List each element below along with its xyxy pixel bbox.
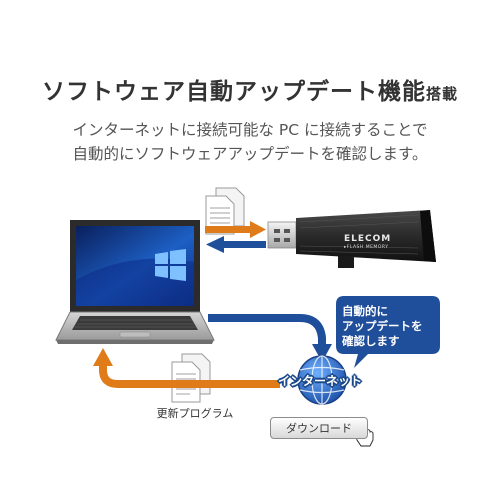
page-title: ソフトウェア自動アップデート機能搭載 bbox=[0, 72, 500, 106]
usb-brand-label: ELECOM bbox=[344, 234, 392, 244]
bubble-line-3: 確認します bbox=[342, 334, 400, 348]
laptop-icon bbox=[55, 220, 215, 344]
usb-drive-icon bbox=[267, 210, 436, 268]
windows-logo-icon bbox=[155, 249, 186, 281]
bubble-line-2: アップデートを bbox=[342, 319, 423, 333]
blue-arrow-to-laptop bbox=[206, 236, 266, 253]
globe-icon bbox=[297, 355, 347, 405]
bubble-line-1: 自動的に bbox=[342, 304, 388, 318]
orange-arrow-to-usb bbox=[205, 221, 266, 238]
subtitle-line-1: インターネットに接続可能な PC に接続することで bbox=[72, 121, 428, 139]
blue-arrow-to-internet bbox=[208, 314, 332, 362]
download-button[interactable]: ダウンロード bbox=[270, 417, 368, 439]
page-subtitle: インターネットに接続可能な PC に接続することで 自動的にソフトウェアアップデ… bbox=[0, 118, 500, 166]
orange-arrow-to-laptop bbox=[93, 348, 280, 388]
document-icon-top bbox=[205, 187, 245, 235]
document-icon-bottom bbox=[171, 353, 211, 403]
subtitle-line-2: 自動的にソフトウェアアップデートを確認します。 bbox=[72, 145, 428, 163]
update-program-label: 更新プログラム bbox=[156, 407, 234, 420]
usb-sub-label: ▸FLASH MEMORY bbox=[344, 245, 389, 250]
internet-label: インターネット bbox=[277, 374, 362, 388]
title-suffix: 搭載 bbox=[425, 85, 458, 103]
speech-bubble bbox=[336, 296, 440, 368]
speech-bubble-text: 自動的に アップデートを 確認します bbox=[342, 304, 432, 349]
title-main: ソフトウェア自動アップデート機能 bbox=[41, 79, 426, 105]
